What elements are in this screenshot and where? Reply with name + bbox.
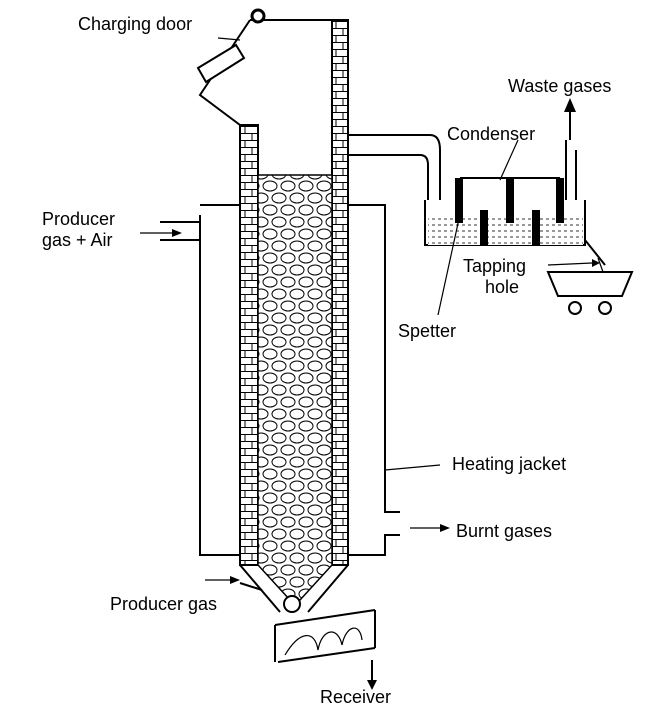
- label-heating-jacket: Heating jacket: [452, 454, 566, 474]
- label-producer-gas-air-2: gas + Air: [42, 230, 113, 250]
- label-producer-gas-air-1: Producer: [42, 209, 115, 229]
- condenser-baffle: [506, 178, 514, 223]
- label-receiver: Receiver: [320, 687, 391, 707]
- label-charging-door: Charging door: [78, 14, 192, 34]
- label-producer-gas: Producer gas: [110, 594, 217, 614]
- retort-bottom: [239, 564, 349, 613]
- label-waste-gases: Waste gases: [508, 76, 611, 96]
- vapour-pipe: [348, 134, 441, 200]
- label-tapping-hole-2: hole: [485, 277, 519, 297]
- screw-conveyor: [274, 609, 377, 690]
- label-burnt-gases: Burnt gases: [456, 521, 552, 541]
- charging-chamber: [196, 8, 333, 175]
- producer-gas-inlet: [239, 582, 263, 591]
- ore-charge: [257, 174, 333, 601]
- gas-air-inlet-pipe: [160, 221, 200, 241]
- heating-jacket: [199, 204, 400, 556]
- annotation-lines: [140, 37, 600, 584]
- label-tapping-hole-1: Tapping: [463, 256, 526, 276]
- retort-brick-walls: [239, 19, 349, 566]
- condenser-baffle: [480, 210, 488, 245]
- door-hinge: [250, 8, 266, 24]
- condenser-baffle: [532, 210, 540, 245]
- charging-door: [196, 43, 246, 84]
- condenser-baffle: [556, 178, 564, 223]
- condenser-baffle: [455, 178, 463, 223]
- label-spetter: Spetter: [398, 321, 456, 341]
- tapping-cart: [546, 257, 634, 315]
- condenser: [424, 98, 606, 266]
- label-condenser: Condenser: [447, 124, 535, 144]
